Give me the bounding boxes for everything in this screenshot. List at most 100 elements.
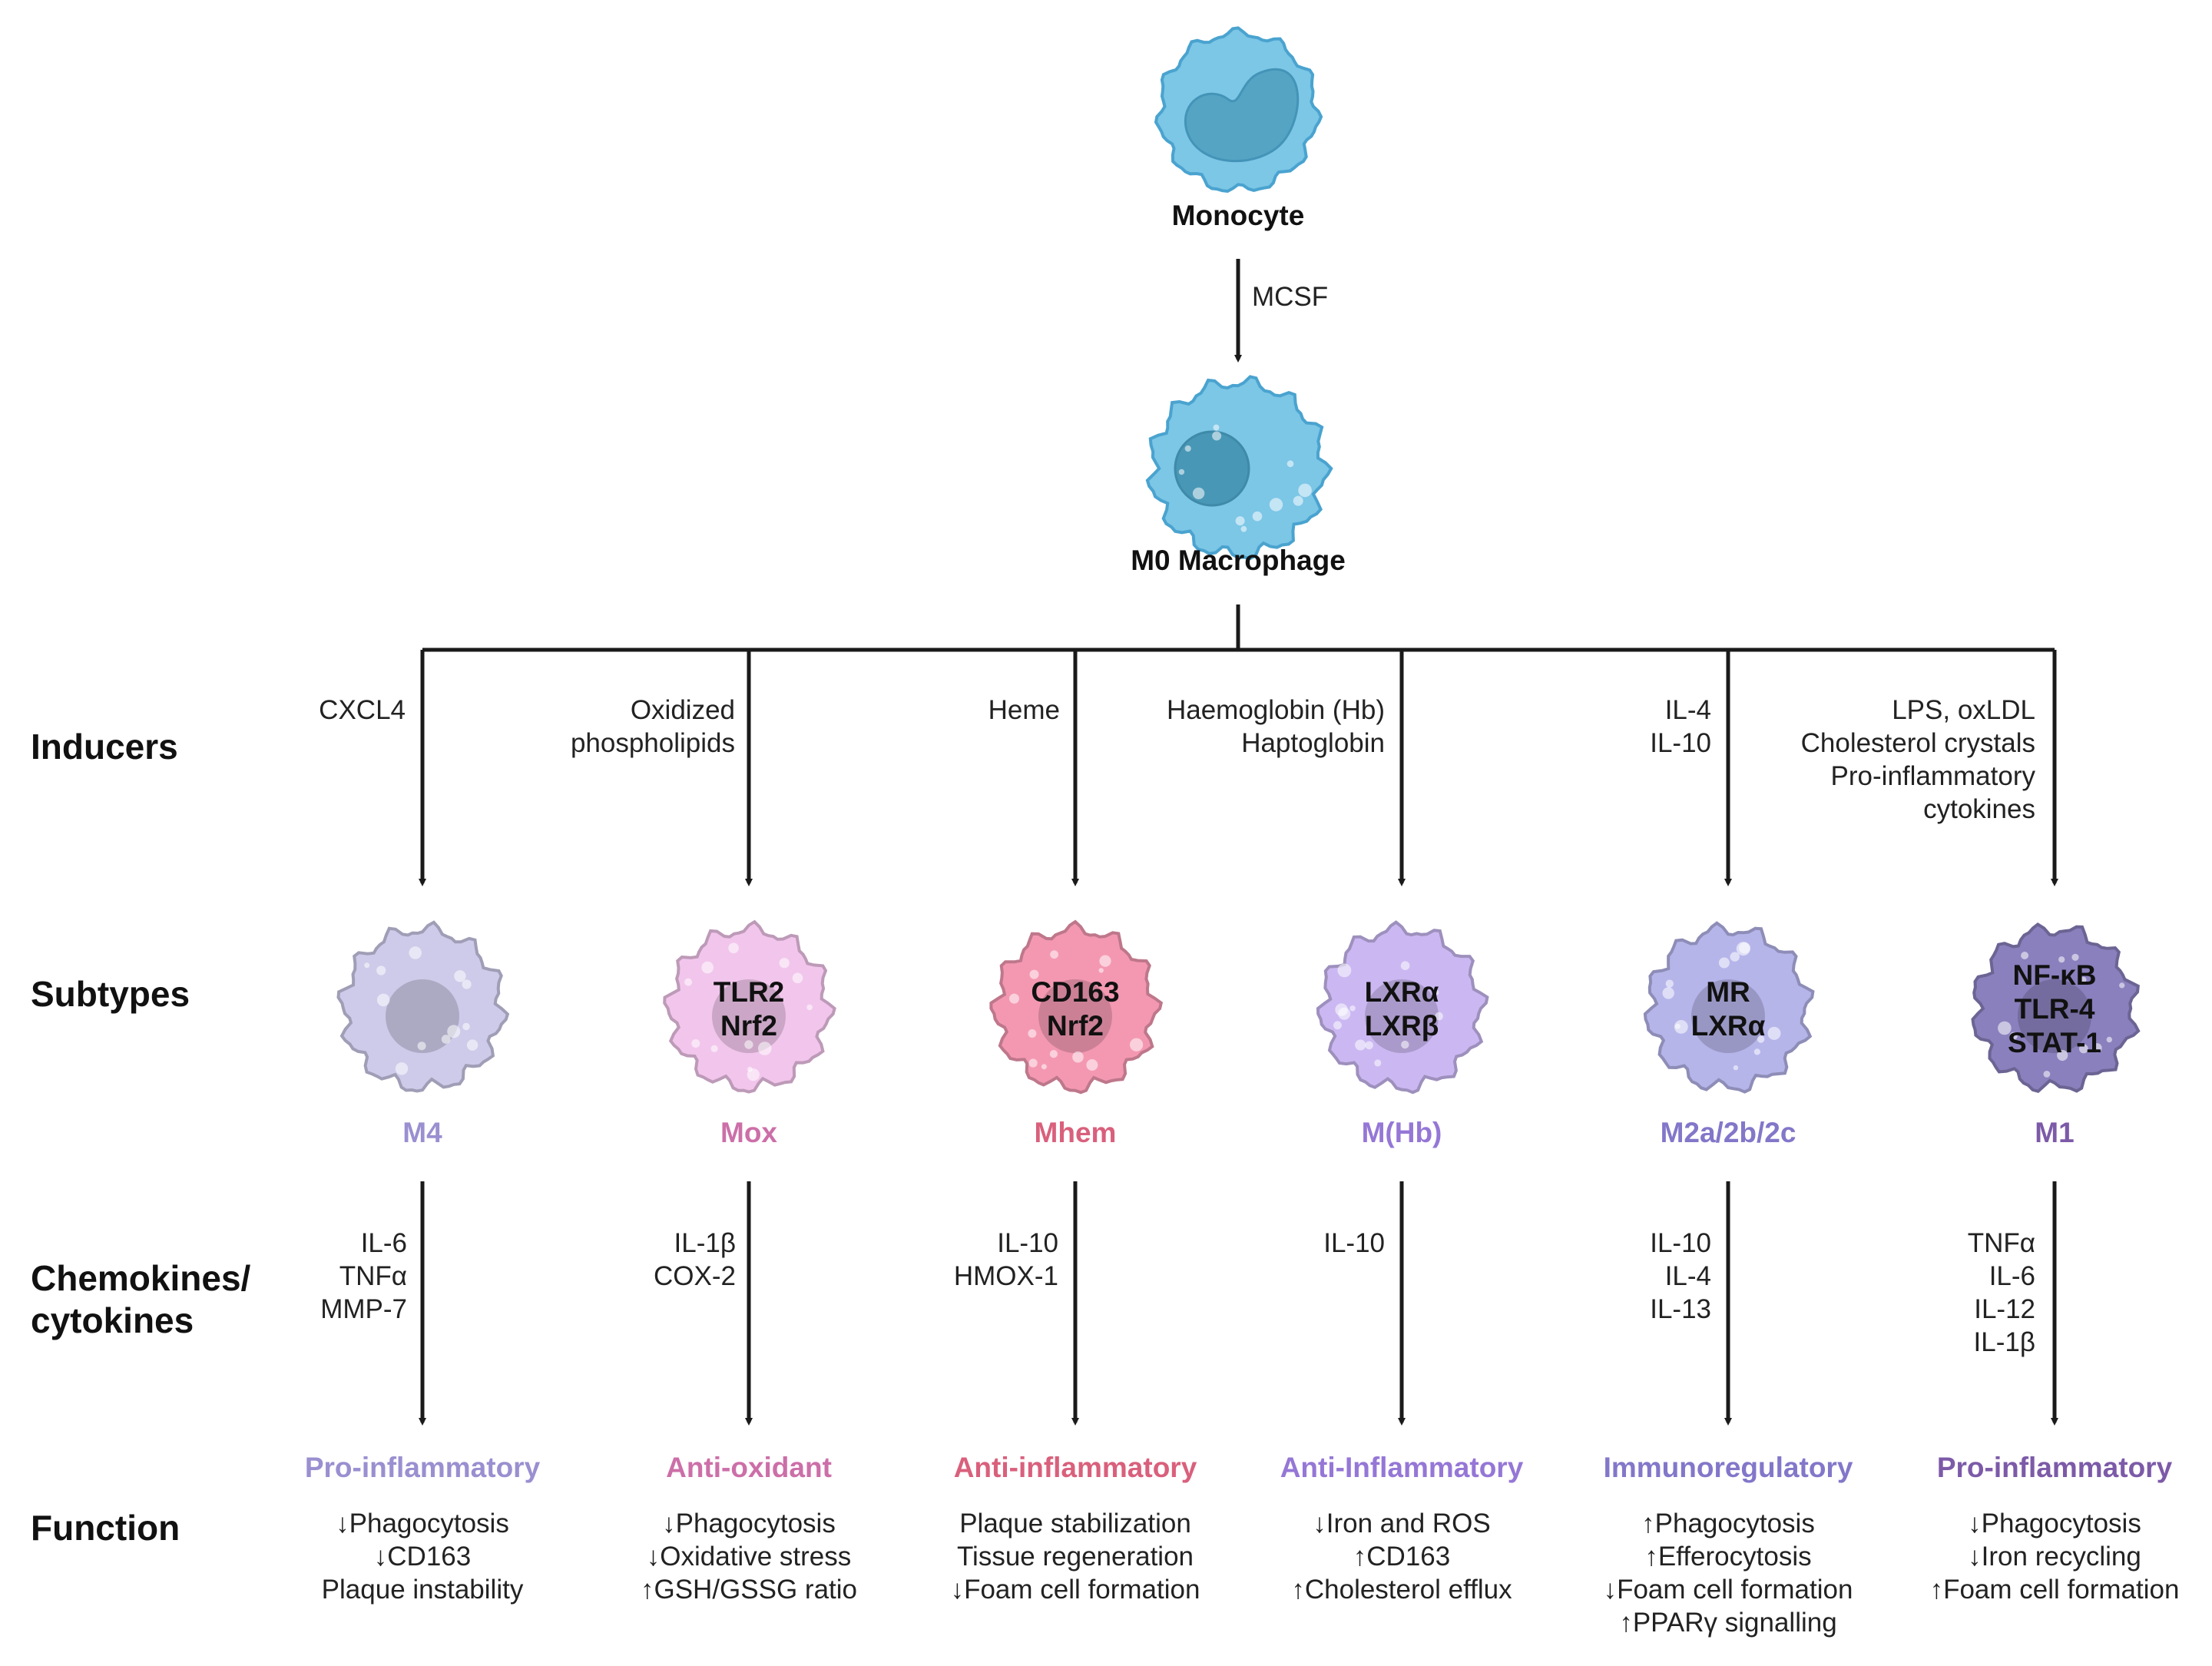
m0-macrophage-cell [1145,375,1333,561]
vesicle [779,958,790,969]
subtype-columns: CXCL4M4IL-6TNFαMMP-7Pro-inflammatory↓Pha… [305,650,2180,1638]
vesicle [462,1022,470,1031]
vesicle [2106,1036,2112,1043]
vesicle [1718,957,1730,969]
vesicle [747,1068,760,1081]
m0-vesicles [1178,424,1312,532]
row-label-subtypes: Subtypes [31,974,190,1014]
vesicle [1184,445,1191,452]
subtype-label: M4 [402,1117,442,1148]
subtype-label: Mox [720,1117,777,1148]
vesicle [376,993,390,1007]
marker-text: TLR-4 [2015,993,2095,1025]
vesicle [728,942,739,954]
cytokine-text: MMP-7 [320,1294,407,1324]
function-item: Plaque instability [322,1575,524,1605]
row-label-cytokines: cytokines [31,1300,194,1340]
inducer-text: Haemoglobin (Hb) [1167,695,1385,725]
function-item: Plaque stabilization [959,1509,1191,1538]
marker-text: TLR2 [714,976,785,1008]
marker-text: LXRβ [1365,1010,1439,1042]
vesicle [462,979,472,989]
vesicle [1337,963,1352,978]
function-item: ↓Phagocytosis [662,1509,836,1538]
function-title: Anti-Inflammatory [1280,1452,1524,1483]
marker-text: LXRα [1691,1010,1766,1042]
vesicle [1335,1003,1348,1016]
vesicle [1730,952,1740,962]
vesicle [792,972,803,984]
function-item: ↓Foam cell formation [951,1575,1200,1605]
vesicle [1662,987,1674,999]
cytokine-text: IL-10 [1323,1228,1385,1258]
vesicle [1736,942,1750,956]
vesicle [1349,1005,1356,1012]
vesicle [691,1039,700,1048]
vesicle [2058,956,2065,963]
monocyte-nucleus [1184,68,1300,163]
vesicle [1374,1059,1382,1067]
vesicle [1029,969,1039,979]
marker-text: NF-κB [2013,959,2097,991]
vesicle [1433,989,1439,995]
vesicle [1086,1059,1098,1071]
function-item: ↓Oxidative stress [647,1542,851,1572]
vesicle [1286,460,1294,468]
vesicle [1072,1051,1084,1063]
vesicle [744,1040,753,1049]
vesicle [1028,1058,1038,1068]
vesicle [2080,976,2087,983]
function-item: Tissue regeneration [957,1542,1194,1572]
inducer-text: Oxidized [631,695,735,725]
vesicle [1401,1040,1409,1049]
subtype-label: Mhem [1035,1117,1117,1148]
cytokine-text: IL-6 [1989,1261,2035,1291]
marker-text: STAT-1 [2008,1027,2101,1058]
monocyte-label: Monocyte [1172,200,1305,231]
vesicle [1665,979,1674,988]
vesicle [1212,431,1222,441]
subtype-cell-nucleus [1691,979,1765,1053]
column-m4: CXCL4M4IL-6TNFαMMP-7Pro-inflammatory↓Pha… [305,650,541,1605]
function-item: ↓Iron recycling [1968,1542,2141,1572]
inducer-text: IL-10 [1650,728,1711,758]
marker-text: CD163 [1031,976,1119,1008]
vesicle [1757,1035,1765,1043]
cytokine-text: IL-13 [1650,1294,1711,1324]
cytokine-text: TNFα [339,1261,407,1291]
vesicle [806,1004,813,1011]
vesicle [376,965,386,975]
vesicle [1293,495,1303,506]
vesicle [1998,1021,2012,1035]
subtype-label: M(Hb) [1362,1117,1442,1148]
marker-text: Nrf2 [1047,1010,1104,1042]
vesicle [1435,1012,1443,1021]
vesicle [2057,1049,2068,1062]
vesicle [364,962,370,969]
vesicle [1400,961,1410,970]
vesicle [409,946,422,959]
vesicle [2009,1032,2018,1040]
vesicle [1333,1021,1342,1030]
subtype-label: M2a/2b/2c [1661,1117,1796,1148]
inducer-text: phospholipids [571,728,735,758]
function-item: ↓Foam cell formation [1604,1575,1853,1605]
function-item: ↑Foam cell formation [1930,1575,2180,1605]
vesicle [1674,1020,1688,1034]
cytokine-text: TNFα [1968,1228,2035,1258]
inducer-text: Haptoglobin [1241,728,1385,758]
vesicle [684,978,693,986]
function-item: ↑GSH/GSSG ratio [641,1575,857,1605]
function-title: Pro-inflammatory [1937,1452,2173,1483]
subtype-cell-nucleus [1365,979,1439,1053]
column-mhb: Haemoglobin (Hb)HaptoglobinLXRαLXRβM(Hb)… [1167,650,1524,1605]
function-item: ↓Iron and ROS [1313,1509,1491,1538]
vesicle [441,1035,451,1044]
vesicle [710,1045,718,1052]
vesicle [1235,516,1245,526]
column-mox: OxidizedphospholipidsTLR2Nrf2MoxIL-1βCOX… [571,650,857,1605]
vesicle [1365,1041,1373,1050]
vesicle [1050,950,1058,959]
